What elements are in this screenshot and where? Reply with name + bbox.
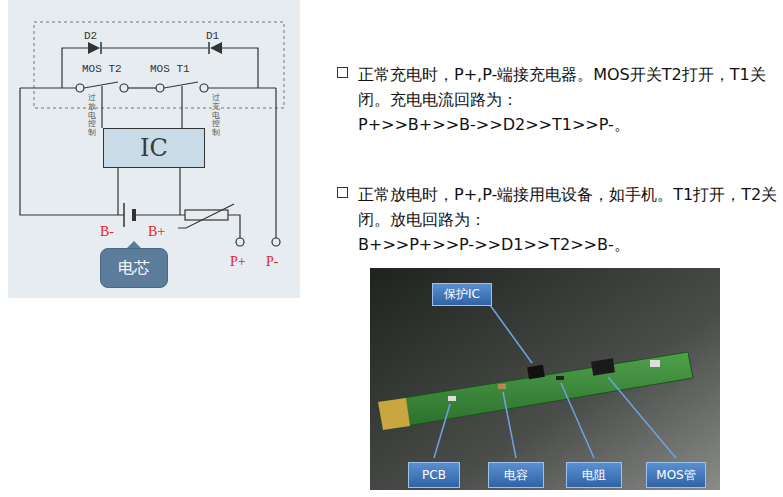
switch-contact <box>76 84 84 92</box>
thermistor-symbol <box>178 204 234 228</box>
diode-symbol <box>100 42 102 54</box>
thermistor-symbol <box>185 210 228 220</box>
wire <box>101 47 208 48</box>
pcb-board <box>378 352 693 430</box>
ic-chip <box>527 365 545 379</box>
callout-box: MOS管 <box>646 462 706 488</box>
note-text: 正常充电时，P+,P-端接充电器。MOS开关T2打开，T1关闭。充电电流回路为： <box>358 62 778 112</box>
current-path: B+>>P+>>P->>D1>>T2>>B-。 <box>358 232 778 257</box>
pin-label: P- <box>266 254 278 270</box>
resistor <box>556 376 564 380</box>
wire <box>117 168 118 215</box>
diode-symbol <box>88 42 100 54</box>
diode-symbol <box>208 42 210 54</box>
ic-box: IC <box>103 128 205 168</box>
node-text: 电芯 <box>118 258 150 279</box>
node-text: MOS管 <box>656 467 695 484</box>
wire <box>136 214 185 215</box>
mos-chip <box>591 358 615 375</box>
node-text: 保护IC <box>444 286 480 303</box>
diode-label: D2 <box>84 30 97 42</box>
node-text: 电阻 <box>582 467 606 484</box>
switch-blade <box>84 82 118 88</box>
callout-box: PCB <box>408 462 460 488</box>
wire <box>228 215 240 238</box>
current-path: P+>>B+>>B->>D2>>T1>>P-。 <box>358 112 778 137</box>
gold-tab <box>378 398 410 430</box>
bullet <box>338 68 348 78</box>
control-wire <box>101 86 102 128</box>
switch-contact <box>156 84 164 92</box>
pin-label: B- <box>100 224 114 240</box>
wire <box>222 48 258 88</box>
diode-symbol <box>210 42 222 54</box>
panel-ground <box>8 0 300 298</box>
leader-lines <box>434 305 676 458</box>
battery-symbol <box>123 203 125 227</box>
terminal <box>236 238 244 246</box>
switch-contact <box>120 84 128 92</box>
callout-box: 电阻 <box>566 462 622 488</box>
capacitor <box>498 384 506 389</box>
pin-label: P+ <box>230 254 246 270</box>
diode-label: D1 <box>206 30 219 42</box>
wire <box>128 87 156 88</box>
control-label: 过充电控制 <box>212 94 220 138</box>
bullet-text: 正常充电时，P+,P-端接充电器。MOS开关T2打开，T1关闭。充电电流回路为：… <box>358 62 778 137</box>
wire <box>208 87 276 88</box>
node-text: 电容 <box>504 467 528 484</box>
wire <box>275 88 276 238</box>
mos-rail <box>20 82 280 246</box>
leader-line <box>608 377 676 458</box>
callout-box: 电容 <box>488 462 544 488</box>
mos-label: MOS T1 <box>150 63 190 75</box>
control-label: 过放电控制 <box>88 94 96 138</box>
photo <box>370 268 720 490</box>
control-wire <box>181 86 182 128</box>
mos-label: MOS T2 <box>82 63 122 75</box>
leader-line <box>561 383 594 458</box>
switch-contact <box>200 84 208 92</box>
dashed-frame <box>34 22 284 108</box>
wire <box>179 168 180 215</box>
leader-line <box>434 404 450 458</box>
battery-symbol <box>132 209 136 221</box>
leader-line <box>490 305 532 363</box>
callout-box: 保护IC <box>432 283 492 306</box>
pin-label: B+ <box>148 224 165 240</box>
bullet <box>338 188 348 198</box>
node-text: IC <box>140 134 168 162</box>
wire <box>20 87 76 88</box>
pad <box>650 360 660 367</box>
node-text: PCB <box>422 468 446 482</box>
diode-rail <box>62 48 258 88</box>
switch-blade <box>164 82 198 88</box>
leader-line <box>503 392 516 458</box>
cell-callout: 电芯 <box>100 248 168 288</box>
terminal <box>272 238 280 246</box>
bullet-text: 正常放电时，P+,P-端接用电设备，如手机。T1打开，T2关闭。放电回路为：B+… <box>358 182 778 257</box>
note-text: 正常放电时，P+,P-端接用电设备，如手机。T1打开，T2关闭。放电回路为： <box>358 182 778 232</box>
component <box>448 396 456 401</box>
